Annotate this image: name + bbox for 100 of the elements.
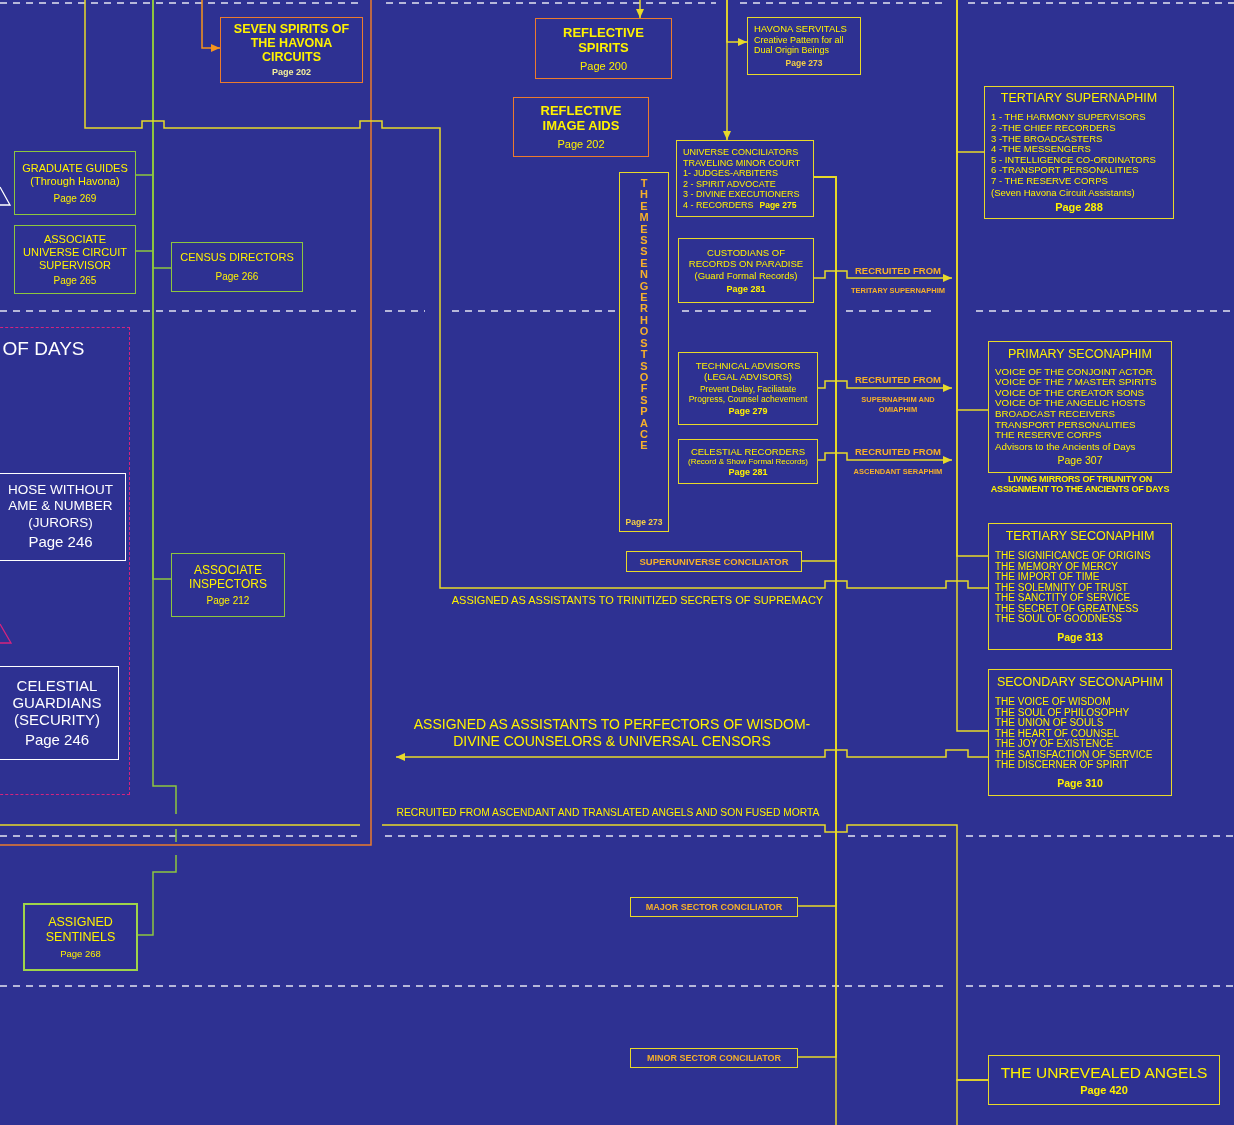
box-note: (Seven Havona Circuit Assistants) xyxy=(991,186,1135,198)
box-title: HOSE WITHOUT AME & NUMBER (JURORS) xyxy=(7,481,114,532)
box-title: SUPERUNIVERSE CONCILIATOR xyxy=(639,556,789,567)
box-title: TERTIARY SECONAPHIM xyxy=(1005,528,1155,544)
org-box xyxy=(747,17,861,75)
list-item: THE JOY OF EXISTENCE xyxy=(995,739,1114,750)
box-title: CUSTODIANS OF RECORDS ON PARADISE xyxy=(687,246,805,269)
page-reference: Page 281 xyxy=(726,283,766,295)
box-subtitle: (Guard Formal Records) xyxy=(694,269,798,281)
box-title: SEVEN SPIRITS OF THE HAVONA CIRCUITS xyxy=(232,22,351,64)
box-note: Advisors to the Ancients of Days xyxy=(995,440,1136,453)
org-box xyxy=(678,352,818,425)
org-box xyxy=(988,523,1172,650)
list-item: VOICE OF THE CONJOINT ACTOR xyxy=(995,366,1153,378)
org-box xyxy=(988,1055,1220,1105)
list-item: THE SIGNIFICANCE OF ORIGINS xyxy=(995,550,1151,562)
list-item: VOICE OF THE 7 MASTER SPIRITS xyxy=(995,377,1157,388)
list-item: THE HEART OF COUNSEL xyxy=(995,728,1120,739)
list-item: THE SANCTITY OF SERVICE xyxy=(995,593,1131,604)
list-item: 6 -TRANSPORT PERSONALITIES xyxy=(991,165,1139,176)
list-item: THE RESERVE CORPS xyxy=(995,430,1102,441)
arrow xyxy=(813,270,953,282)
org-box xyxy=(14,225,136,294)
org-box xyxy=(0,665,119,760)
vertical-title: THE MESSENGER HOSTS OF SPACE xyxy=(638,178,650,452)
page-reference: Page 266 xyxy=(215,271,259,283)
list-item: THE SOUL OF GOODNESS xyxy=(995,614,1122,626)
list-item: 2 -THE CHIEF RECORDERS xyxy=(991,123,1116,134)
org-box xyxy=(23,903,138,971)
box-subtitle: (Through Havona) xyxy=(30,174,120,188)
box-title: REFLECTIVE SPIRITS xyxy=(562,24,645,55)
box-title: MAJOR SECTOR CONCILIATOR xyxy=(645,901,783,913)
arrow xyxy=(817,452,953,464)
org-box xyxy=(171,242,303,292)
box-title: ASSIGNED SENTINELS xyxy=(44,915,117,945)
list-item: THE DISCERNER OF SPIRIT xyxy=(995,760,1129,772)
page-reference: Page 265 xyxy=(53,274,97,287)
box-title: CELESTIAL GUARDIANS (SECURITY) xyxy=(11,676,103,728)
group-heading: OF DAYS xyxy=(2,337,85,360)
arrow xyxy=(201,0,221,52)
list-item: 1 - THE HARMONY SUPERVISORS xyxy=(991,112,1146,123)
box-title: CENSUS DIRECTORS xyxy=(180,251,294,264)
page-reference: Page 279 xyxy=(728,406,768,417)
page-reference: Page 212 xyxy=(206,595,250,607)
box-title: HAVONA SERVITALS xyxy=(754,24,847,35)
list-item: THE VOICE OF WISDOM xyxy=(995,696,1111,708)
connector-line xyxy=(956,1079,989,1125)
org-box xyxy=(14,151,136,215)
list-item: VOICE OF THE CREATOR SONS xyxy=(995,387,1145,399)
arrow xyxy=(395,749,989,761)
list-item: VOICE OF THE ANGELIC HOSTS xyxy=(995,398,1146,410)
page-reference: Page 273 xyxy=(785,57,823,68)
list-item: TRANSPORT PERSONALITIES xyxy=(995,419,1136,431)
org-box xyxy=(619,172,669,532)
page-reference: Page 281 xyxy=(728,466,768,478)
org-box xyxy=(678,439,818,484)
page-reference: Page 307 xyxy=(1057,454,1103,468)
box-title: SECONDARY SECONAPHIM xyxy=(996,674,1164,690)
org-box xyxy=(0,472,126,561)
org-box xyxy=(513,97,649,157)
list-item: THE IMPORT OF TIME xyxy=(995,572,1100,583)
box-title: UNIVERSE CONCILIATORS xyxy=(683,147,799,158)
dashed-group-frame xyxy=(0,327,130,795)
list-item: THE SOLEMNITY OF TRUST xyxy=(995,582,1128,593)
box-title: TECHNICAL ADVISORS (LEGAL ADVISORS) xyxy=(694,360,802,382)
list-item: 7 - THE RESERVE CORPS xyxy=(991,176,1108,187)
list-item: 3 -THE BROADCASTERS xyxy=(991,133,1103,145)
page-reference: Page 200 xyxy=(579,59,628,73)
box-title: ASSOCIATE UNIVERSE CIRCUIT SUPERVISOR xyxy=(22,232,128,272)
box-title: MINOR SECTOR CONCILIATOR xyxy=(647,1052,781,1064)
box-title: ASSOCIATE INSPECTORS xyxy=(188,563,268,591)
list-item: BROADCAST RECEIVERS xyxy=(995,409,1116,420)
box-description: Creative Pattern for all Dual Origin Beings xyxy=(754,34,845,55)
page-reference: Page 202 xyxy=(557,138,605,151)
arrow xyxy=(817,380,953,392)
org-box xyxy=(988,341,1172,473)
page-reference: Page 246 xyxy=(24,730,90,749)
page-reference: Page 313 xyxy=(1057,631,1103,645)
org-box xyxy=(630,1048,798,1068)
page-reference: Page 420 xyxy=(1080,1084,1128,1097)
box-title: THE UNREVEALED ANGELS xyxy=(1000,1063,1208,1082)
box-title: CELESTIAL RECORDERS xyxy=(690,445,806,457)
arrow xyxy=(636,0,644,19)
edge-label: ASSIGNED AS ASSISTANTS TO TRINITIZED SECRETS OF SUPREMACY xyxy=(450,594,825,607)
page-reference: Page 275 xyxy=(759,199,797,210)
box-title: PRIMARY SECONAPHIM xyxy=(1008,346,1152,362)
box-title: REFLECTIVE IMAGE AIDS xyxy=(539,103,623,133)
box-title: GRADUATE GUIDES xyxy=(22,161,128,175)
org-box xyxy=(984,86,1174,219)
list-item: THE UNION OF SOULS xyxy=(995,718,1104,729)
list-item: 5 - INTELLIGENCE CO-ORDINATORS xyxy=(991,154,1156,166)
org-box xyxy=(171,553,285,617)
org-box xyxy=(988,669,1172,796)
list-item: 2 - SPIRIT ADVOCATE xyxy=(683,178,776,189)
box-subtitle: TRAVELING MINOR COURT xyxy=(683,157,801,168)
page-reference: Page 273 xyxy=(625,517,663,527)
edge-label: RECRUITED FROM ASCENDANT AND TRANSLATED ANGELS AND SON FUSED MORTA xyxy=(395,806,821,819)
page-reference: Page 310 xyxy=(1057,777,1103,791)
page-reference: Page 202 xyxy=(272,67,311,78)
list-item: THE SECRET OF GREATNESS xyxy=(995,603,1139,614)
